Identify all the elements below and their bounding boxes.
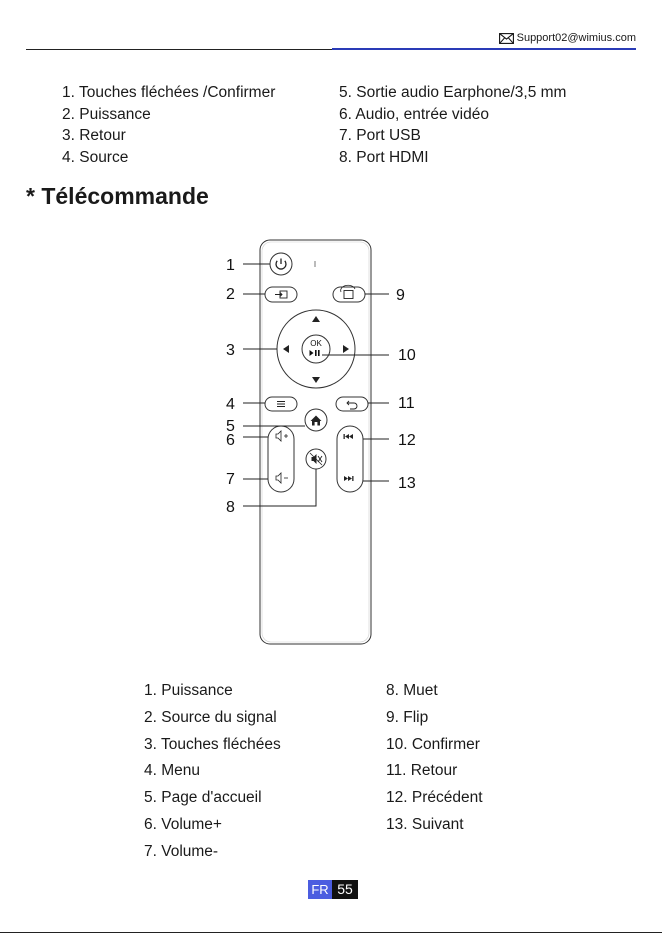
power-icon: [275, 260, 287, 270]
list-item: 5. Sortie audio Earphone/3,5 mm: [339, 84, 567, 101]
callout-number: 9: [396, 287, 405, 304]
back-button: [335, 396, 369, 412]
menu-icon: [277, 401, 285, 407]
support-email: Support02@wimius.com: [498, 32, 636, 44]
callout-number: 10: [398, 347, 416, 364]
arrow-left-icon: [283, 345, 289, 353]
support-email-text: Support02@wimius.com: [516, 32, 636, 44]
list-item: 5. Page d'accueil: [144, 789, 262, 807]
projector-parts-right: 5. Sortie audio Earphone/3,5 mm 6. Audio…: [339, 82, 566, 168]
callout-number: 7: [226, 471, 235, 488]
list-item: 4. Menu: [144, 762, 201, 780]
list-item: 13. Suivant: [386, 815, 464, 833]
callout-number: 1: [226, 257, 235, 274]
volume-rocker: [267, 425, 295, 493]
list-item: 8. Port HDMI: [339, 148, 429, 166]
callout-number: 4: [226, 396, 235, 413]
callout-number: 13: [398, 475, 416, 492]
source-button: [264, 286, 298, 303]
arrow-right-icon: [343, 345, 349, 353]
header-divider-left: [26, 49, 332, 50]
home-button: [304, 408, 328, 432]
list-item: 2. Source du signal: [144, 708, 277, 726]
list-item: 11. Retour: [386, 762, 458, 780]
arrow-up-icon: [312, 316, 320, 322]
list-item: 7. Port USB: [339, 127, 421, 144]
language-code: FR: [308, 880, 332, 899]
list-item: 3. Retour: [62, 127, 126, 144]
list-item: 3. Touches fléchées: [144, 735, 281, 753]
list-item: 10. Confirmer: [386, 735, 480, 753]
callout-number: 2: [226, 286, 235, 303]
callout-number: 5: [226, 418, 235, 435]
list-item: 6. Audio, entrée vidéo: [339, 105, 489, 123]
ok-label: OK: [310, 339, 322, 348]
mute-button: [305, 448, 327, 470]
arrow-down-icon: [312, 377, 320, 383]
list-item: 12. Précédent: [386, 789, 483, 807]
mail-icon: [498, 32, 514, 44]
ok-button: OK: [301, 334, 331, 364]
menu-button: [264, 396, 298, 412]
track-rocker: [336, 425, 364, 493]
back-icon: [346, 400, 358, 410]
list-item: 8. Muet: [386, 682, 438, 699]
remote-legend-right: 8. Muet 9. Flip 10. Confirmer 11. Retour…: [386, 678, 483, 839]
flip-button: [332, 284, 366, 303]
header-divider-right: [332, 48, 636, 50]
volume-down-icon: [275, 472, 282, 484]
list-item: 1. Puissance: [144, 682, 233, 699]
callout-number: 8: [226, 499, 235, 516]
play-pause-icon: [309, 350, 314, 356]
page-number: 55: [332, 880, 358, 899]
mute-icon: [311, 454, 317, 464]
previous-icon: [343, 434, 353, 439]
callout-number: 3: [226, 342, 235, 359]
page-number-badge: FR 55: [308, 880, 358, 899]
list-item: 6. Volume+: [144, 815, 222, 833]
next-icon: [344, 476, 354, 481]
list-item: 2. Puissance: [62, 105, 151, 123]
list-item: 7. Volume-: [144, 842, 219, 860]
list-item: 1. Touches fléchées /Confirmer: [62, 84, 276, 101]
list-item: 9. Flip: [386, 708, 429, 726]
power-button: [269, 252, 293, 276]
flip-icon: [343, 290, 354, 299]
remote-legend-left: 1. Puissance 2. Source du signal 3. Touc…: [144, 678, 281, 866]
callout-number: 6: [226, 432, 235, 449]
section-title: * Télécommande: [26, 183, 209, 209]
list-item: 4. Source: [62, 148, 129, 166]
home-icon: [310, 415, 322, 426]
volume-up-icon: [275, 430, 282, 442]
callout-number: 12: [398, 432, 416, 449]
projector-parts-left: 1. Touches fléchées /Confirmer 2. Puissa…: [62, 82, 275, 168]
callout-lines: [243, 263, 389, 507]
callout-number: 11: [398, 395, 415, 412]
